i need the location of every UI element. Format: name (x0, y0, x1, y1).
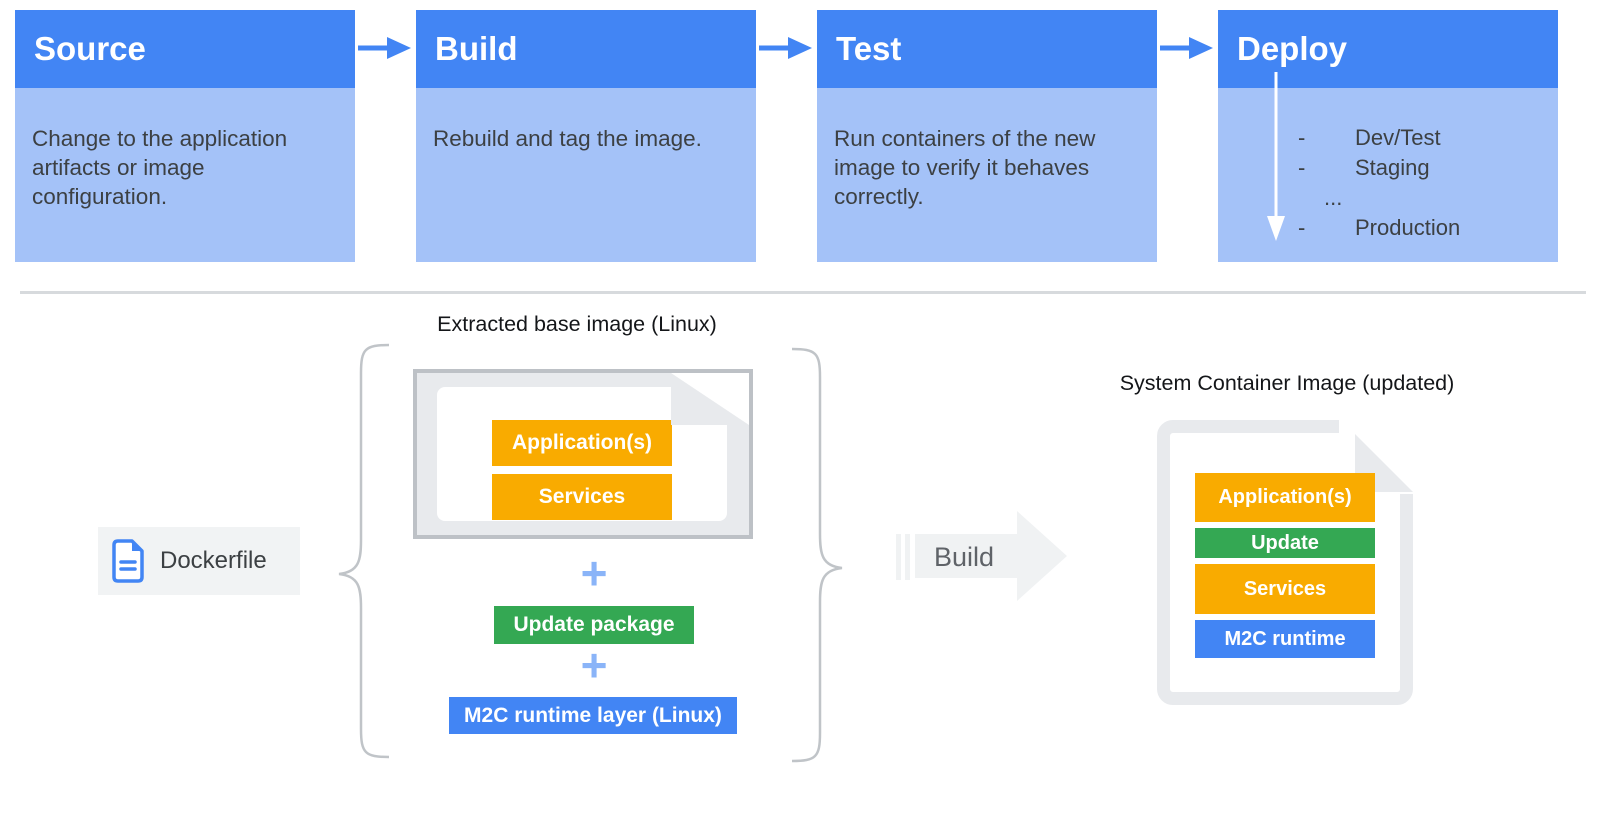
stage-build-title: Build (416, 10, 756, 88)
deploy-env-label: Production (1355, 214, 1461, 240)
deploy-env-label: Dev/Test (1355, 124, 1441, 150)
update-package-box: Update package (494, 606, 694, 644)
stage-build: Build Rebuild and tag the image. (416, 10, 756, 262)
deploy-env-staging: - Staging (1298, 152, 1460, 182)
base-image-document: Application(s) Services (413, 369, 753, 539)
dockerfile-label: Dockerfile (160, 547, 267, 574)
stage-test-description: Run containers of the new image to verif… (834, 126, 1096, 209)
dash-bullet: - (1298, 154, 1306, 180)
layer-m2c-runtime: M2C runtime (1195, 620, 1375, 658)
build-arrow-label: Build (933, 542, 995, 572)
build-arrow-icon (896, 511, 1067, 601)
stage-build-description: Rebuild and tag the image. (433, 126, 702, 151)
dash-bullet: - (1298, 214, 1306, 240)
stage-test-title: Test (817, 10, 1157, 88)
dash-bullet: - (1298, 124, 1306, 150)
stage-test: Test Run containers of the new image to … (817, 10, 1157, 262)
layer-applications: Application(s) (1195, 473, 1375, 522)
arrow-build-to-test-icon (759, 37, 812, 59)
deploy-environments-list: - Dev/Test - Staging ... - Production (1298, 122, 1460, 242)
deploy-env-production: - Production (1298, 212, 1460, 242)
stage-source: Source Change to the application artifac… (15, 10, 355, 262)
layer-applications: Application(s) (492, 420, 672, 466)
deploy-env-label: ... (1324, 184, 1343, 210)
left-brace-icon (338, 343, 390, 759)
plus-icon: + (580, 547, 608, 599)
stage-source-description: Change to the application artifacts or i… (32, 126, 288, 209)
deploy-env-dev-test: - Dev/Test (1298, 122, 1460, 152)
stage-build-body: Rebuild and tag the image. (416, 88, 756, 262)
stage-source-body: Change to the application artifacts or i… (15, 88, 355, 262)
arrow-test-to-deploy-icon (1160, 37, 1213, 59)
stage-source-title: Source (15, 10, 355, 88)
stage-test-body: Run containers of the new image to verif… (817, 88, 1157, 262)
dockerfile-icon (112, 539, 144, 583)
layer-services: Services (492, 474, 672, 520)
system-container-image-document: Application(s) Update Services M2C runti… (1157, 420, 1413, 705)
deploy-progression-arrow-icon (1267, 72, 1285, 241)
layer-update: Update (1195, 528, 1375, 558)
section-divider (20, 291, 1586, 294)
deploy-env-ellipsis: ... (1298, 182, 1460, 212)
plus-icon: + (580, 639, 608, 691)
deploy-env-label: Staging (1355, 154, 1430, 180)
dockerfile-chip: Dockerfile (98, 527, 300, 595)
folded-corner-icon (671, 373, 749, 425)
arrow-source-to-build-icon (358, 37, 411, 59)
extracted-base-image-title: Extracted base image (Linux) (437, 312, 717, 336)
m2c-runtime-layer-box: M2C runtime layer (Linux) (449, 697, 737, 734)
system-container-image-title: System Container Image (updated) (1119, 371, 1455, 395)
right-brace-icon (791, 347, 843, 763)
layer-services: Services (1195, 564, 1375, 614)
